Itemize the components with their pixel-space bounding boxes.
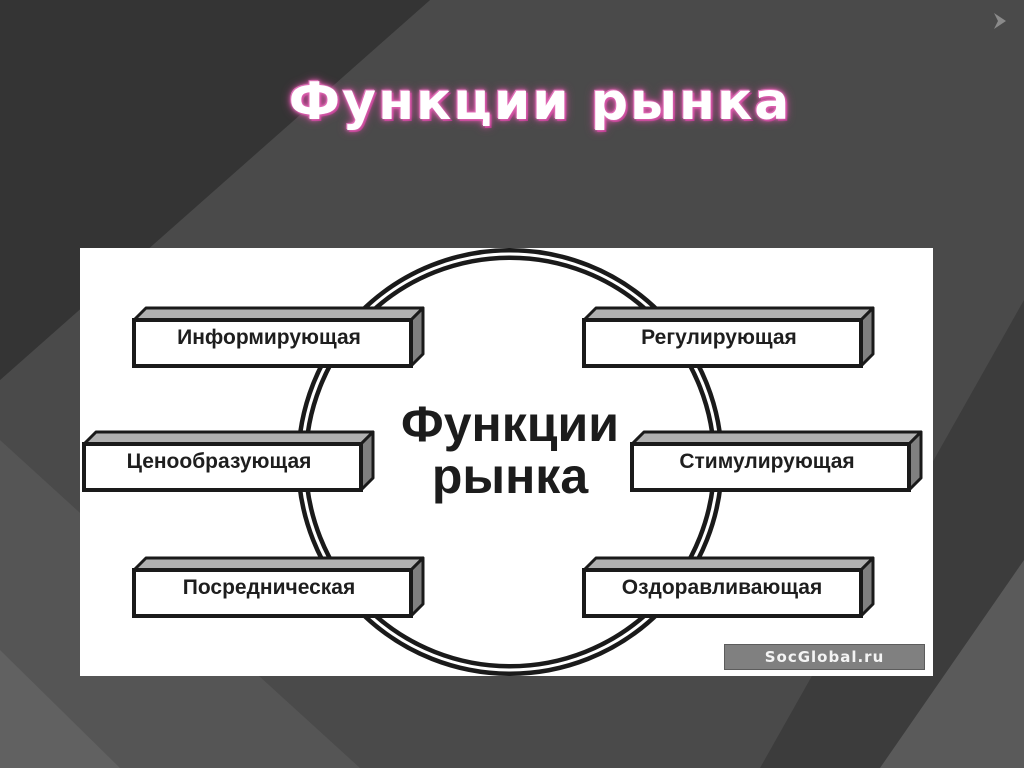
function-label-stimulating: Стимулирующая (679, 450, 855, 473)
chevron-right-icon[interactable] (993, 12, 1007, 30)
function-box-sanitizing: Оздоравливающая (582, 556, 875, 618)
slide-title: Функции рынка (288, 72, 792, 132)
function-box-pricing: Ценообразующая (82, 430, 375, 492)
function-box-informing: Информирующая (132, 306, 425, 368)
function-label-regulating: Регулирующая (641, 326, 797, 349)
box-3d-shape (82, 430, 375, 492)
function-box-regulating: Регулирующая (582, 306, 875, 368)
box-3d-shape (132, 306, 425, 368)
box-3d-shape (582, 306, 875, 368)
box-3d-shape (630, 430, 923, 492)
function-label-pricing: Ценообразующая (126, 450, 312, 473)
center-label: Функции рынка (365, 398, 655, 502)
function-label-informing: Информирующая (177, 326, 361, 349)
box-3d-shape (132, 556, 425, 618)
functions-diagram: Функции рынка Информирующая Регулирующая… (80, 248, 933, 676)
center-label-line-2: рынка (431, 448, 589, 504)
function-box-stimulating: Стимулирующая (630, 430, 923, 492)
center-label-line-1: Функции (401, 396, 619, 452)
function-label-sanitizing: Оздоравливающая (621, 576, 823, 599)
function-label-intermediary: Посредническая (182, 576, 356, 599)
function-box-intermediary: Посредническая (132, 556, 425, 618)
box-3d-shape (582, 556, 875, 618)
watermark-badge: SocGlobal.ru (724, 644, 925, 670)
